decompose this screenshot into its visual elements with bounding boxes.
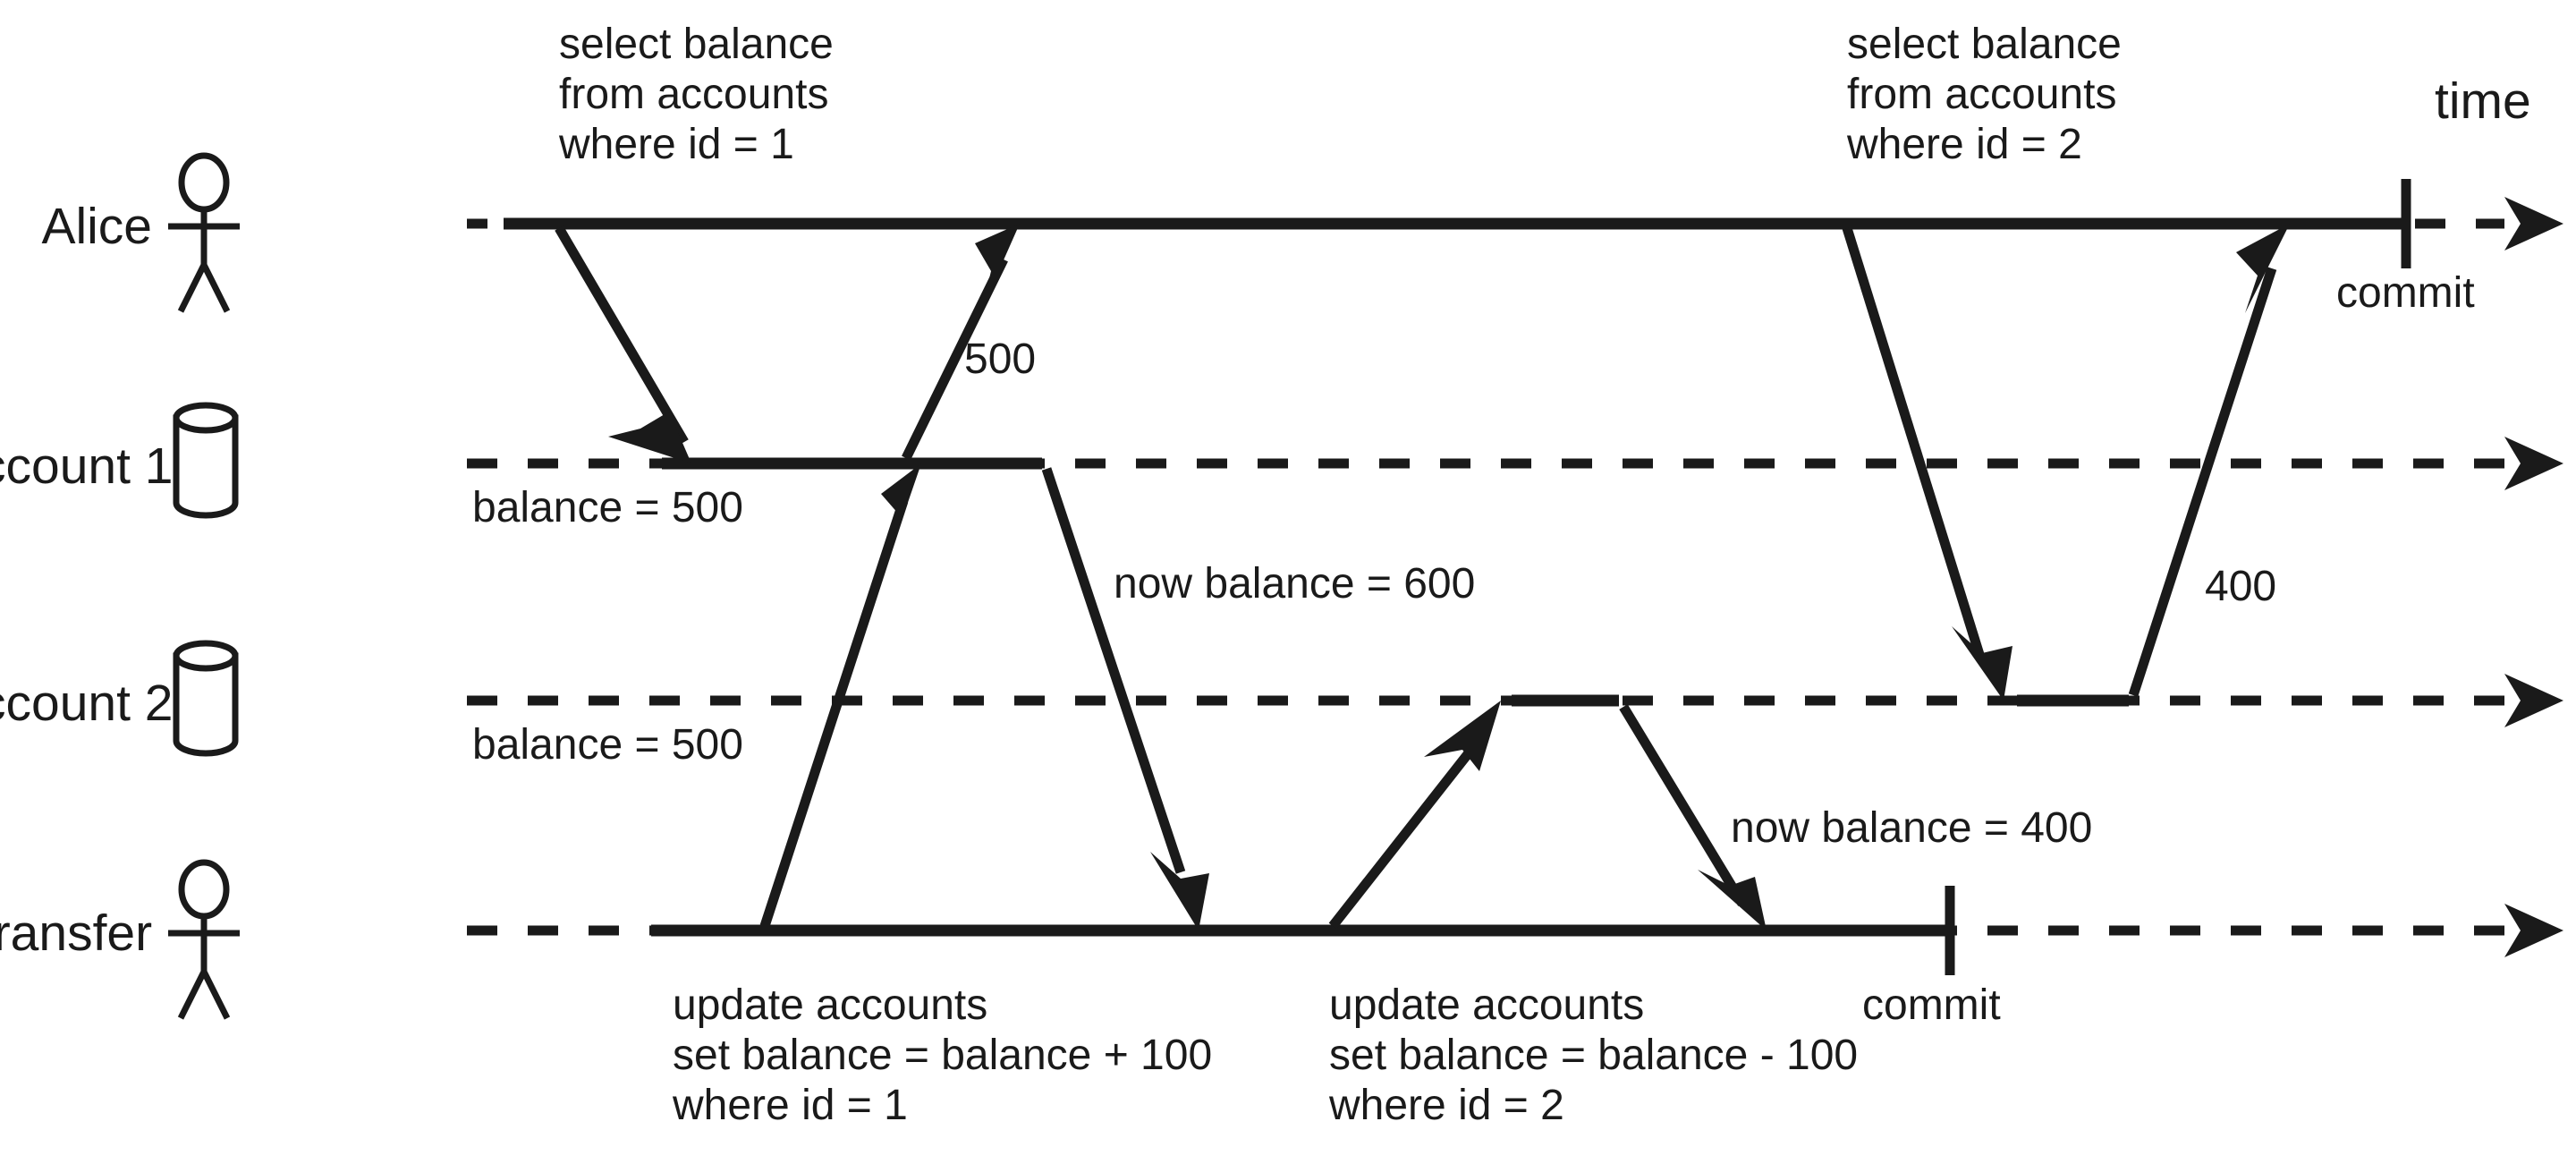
annotation-account2-now-balance: now balance = 400 xyxy=(1731,804,2093,852)
participant-label-alice: Alice xyxy=(41,198,152,255)
label-alice-commit: commit xyxy=(2336,269,2475,317)
message-account2-to-alice-400 xyxy=(2128,224,2290,697)
arrow-end-alice xyxy=(2504,197,2563,251)
lifeline-account2 xyxy=(467,674,2563,727)
message-account1-to-transfer-600 xyxy=(1041,467,1209,930)
lifeline-transfer xyxy=(467,886,2563,975)
actor-stick-figure-icon-transfer xyxy=(168,859,240,1020)
annotation-account2-initial-balance: balance = 500 xyxy=(472,721,743,769)
message-transfer-to-account2-update xyxy=(1328,701,1501,930)
label-reply-400: 400 xyxy=(2205,563,2277,610)
label-transfer-commit: commit xyxy=(1862,981,2001,1029)
annotation-account1-now-balance: now balance = 600 xyxy=(1114,560,1476,607)
actor-stick-figure-icon-alice xyxy=(168,152,240,313)
annotation-transfer-update-1: update accounts set balance = balance + … xyxy=(673,981,1213,1130)
participant-label-account1: Account 1 xyxy=(0,438,174,495)
database-cylinder-icon-account1 xyxy=(173,402,239,519)
lifeline-alice xyxy=(467,179,2563,268)
database-cylinder-icon-account2 xyxy=(173,640,239,757)
message-account1-to-alice-500 xyxy=(902,224,1020,461)
message-transfer-to-account1-update xyxy=(759,463,921,928)
annotation-alice-query-1: select balance from accounts where id = … xyxy=(559,21,834,169)
message-alice-to-account2-select xyxy=(1842,226,2012,701)
message-account2-to-transfer-400 xyxy=(1619,704,1767,930)
annotation-alice-query-2: select balance from accounts where id = … xyxy=(1847,21,2122,169)
annotation-account1-initial-balance: balance = 500 xyxy=(472,484,743,531)
axis-label-time: time xyxy=(2435,72,2531,130)
participant-label-account2: Account 2 xyxy=(0,675,174,732)
arrow-end-account2 xyxy=(2504,674,2563,727)
participant-label-transfer: Transfer xyxy=(0,905,153,962)
lifeline-account1 xyxy=(467,437,2563,490)
arrow-end-account1 xyxy=(2504,437,2563,490)
arrow-end-transfer xyxy=(2504,904,2563,957)
annotation-transfer-update-2: update accounts set balance = balance - … xyxy=(1329,981,1859,1130)
label-reply-500: 500 xyxy=(964,336,1037,383)
message-alice-to-account1-select xyxy=(555,225,691,463)
